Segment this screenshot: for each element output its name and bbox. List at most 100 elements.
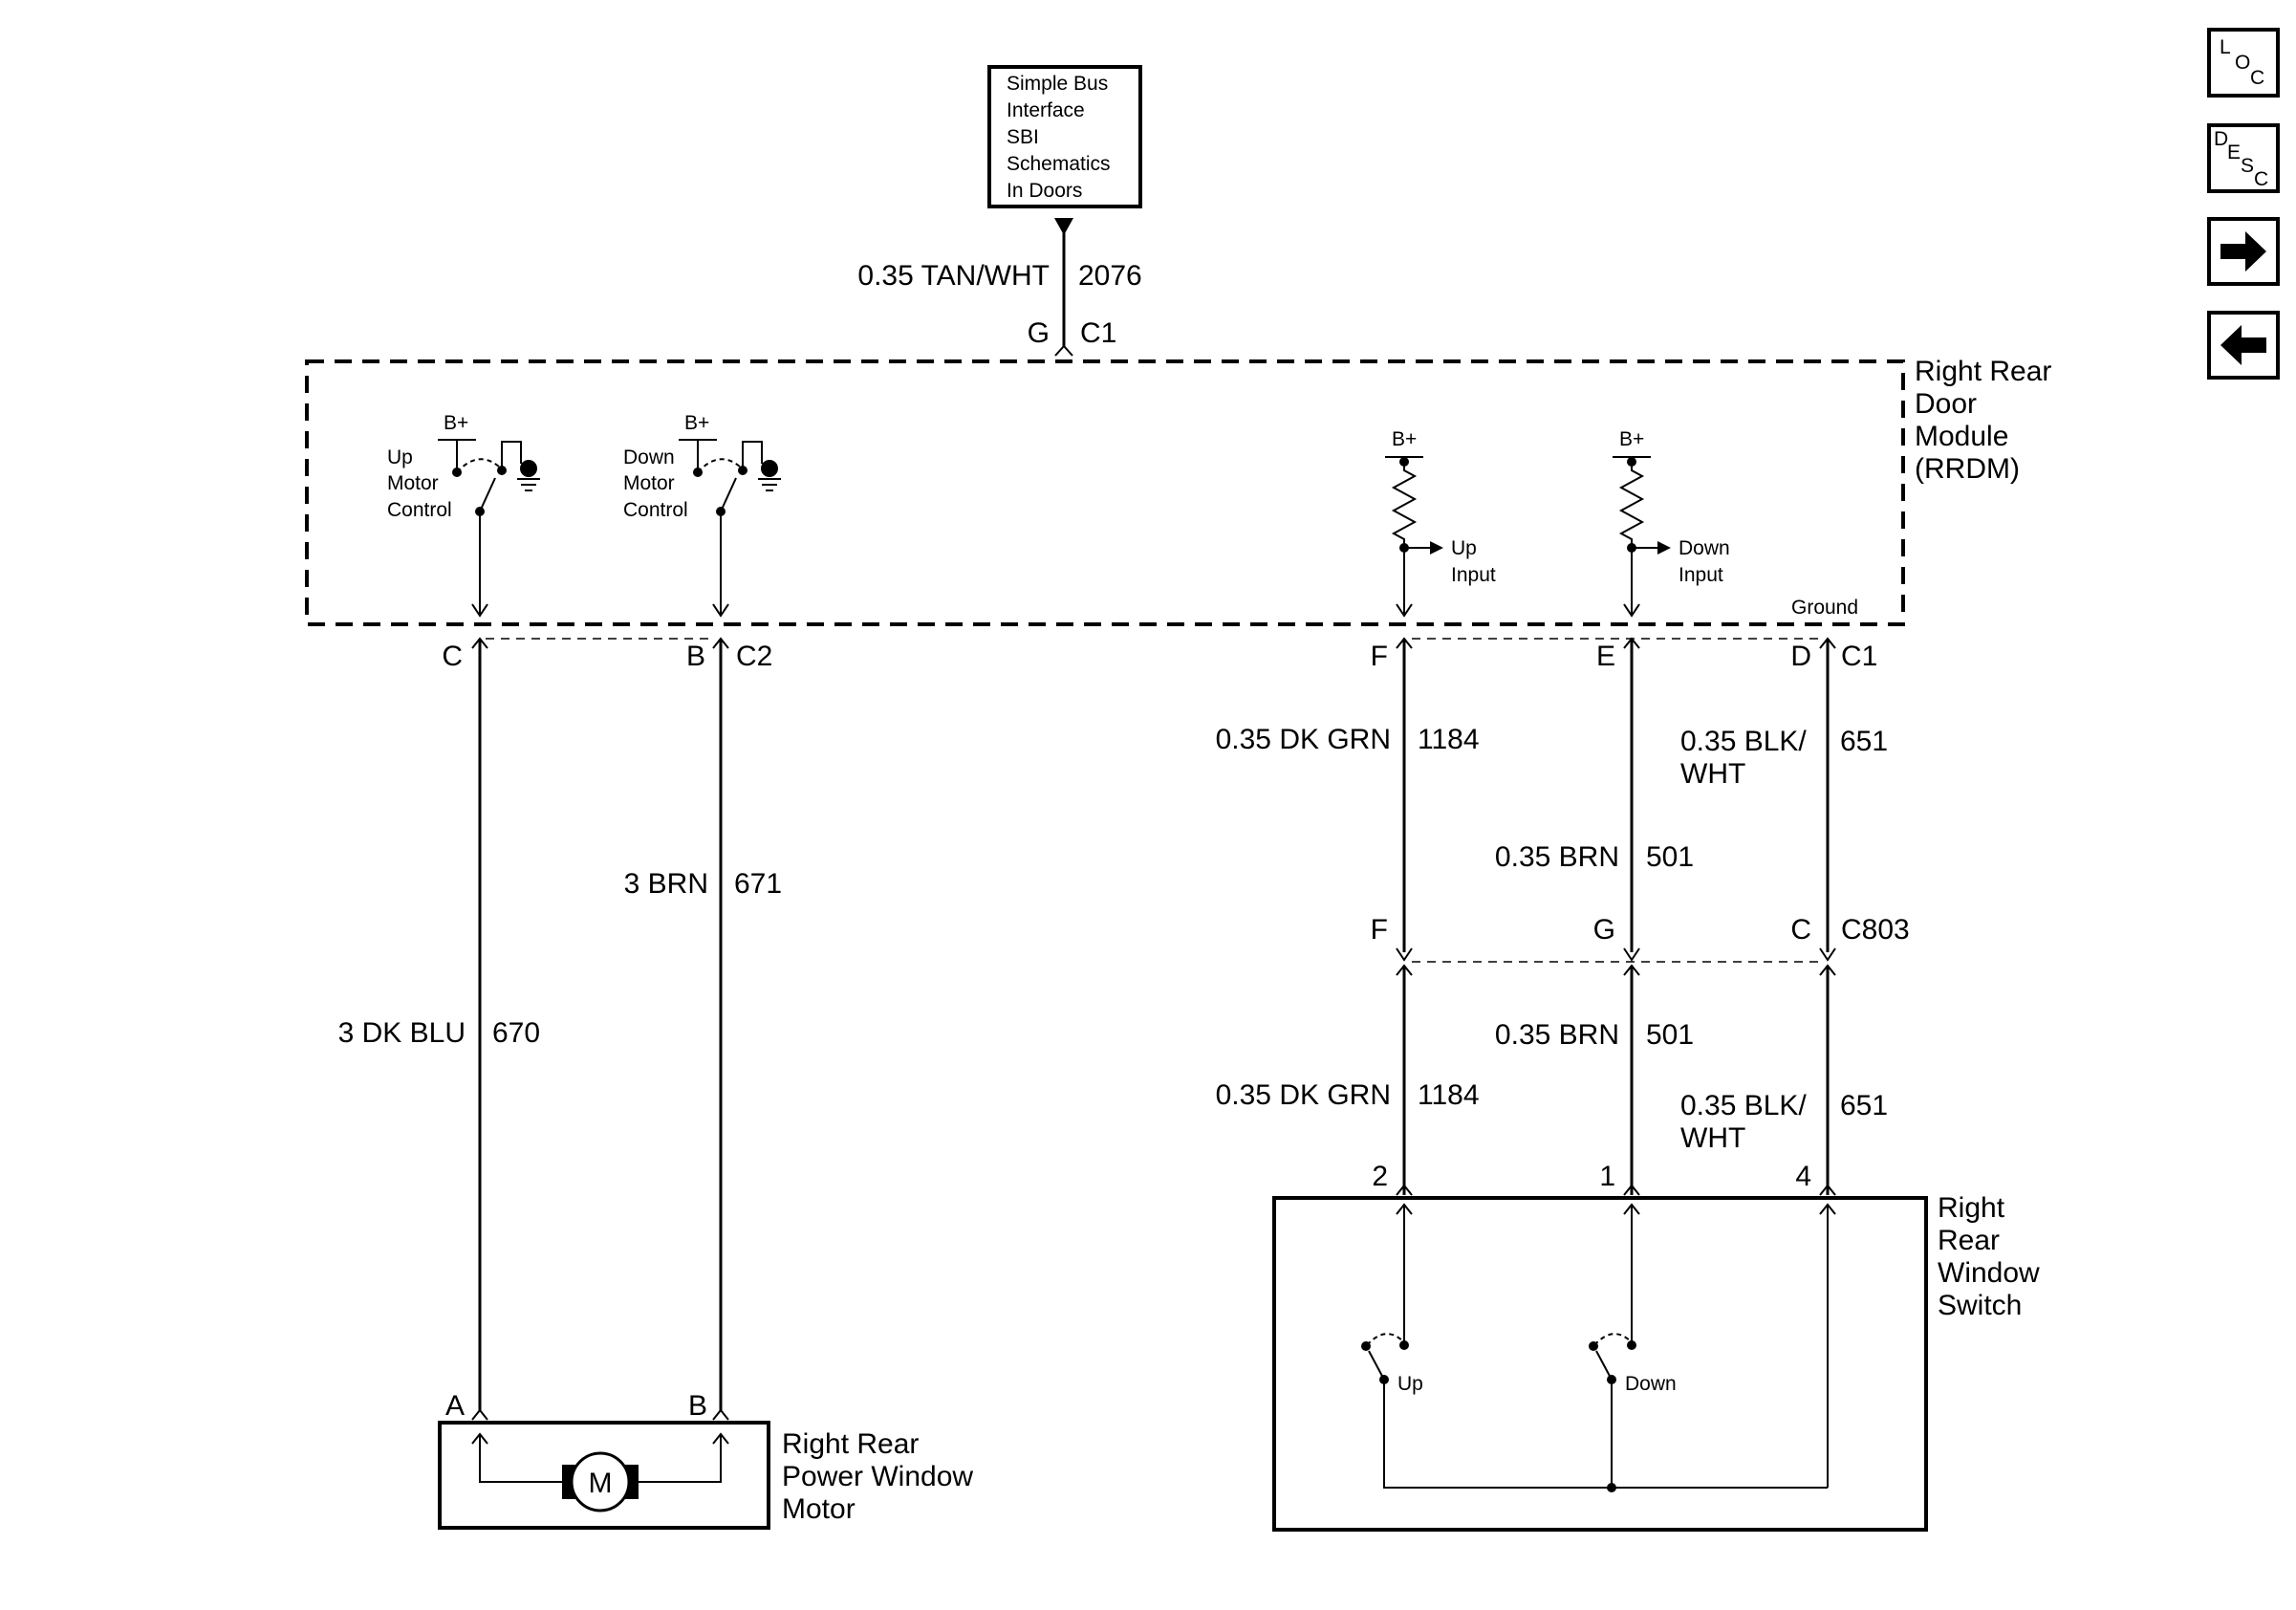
up-input-line-2: Input bbox=[1451, 564, 1496, 586]
bplus-label: B+ bbox=[444, 412, 468, 434]
sbi-line-3: SBI bbox=[1007, 126, 1039, 148]
loc-letter-c: C bbox=[2250, 67, 2264, 89]
up-input-line-1: Up bbox=[1451, 537, 1477, 559]
right-rear-power-window-motor[interactable]: M bbox=[438, 1421, 770, 1530]
down-input-line-1: Down bbox=[1679, 537, 1730, 559]
rrdm-line-3: Module bbox=[1915, 421, 2008, 452]
connector-c803: C803 bbox=[1841, 914, 1910, 946]
up-input-circuit: B+ Up Input bbox=[1385, 428, 1496, 618]
wire-670-circuit: 670 bbox=[492, 1017, 540, 1049]
wire-671-circuit: 671 bbox=[734, 868, 782, 900]
pin-f-c803: F bbox=[1371, 914, 1388, 946]
wire-2076-color: 0.35 TAN/WHT bbox=[857, 260, 1050, 292]
wire-2076-circuit: 2076 bbox=[1078, 260, 1142, 292]
connector-chevron bbox=[1396, 1184, 1413, 1196]
connector-chevron bbox=[1819, 1184, 1836, 1196]
wire-501-upper-circuit: 501 bbox=[1646, 841, 1694, 873]
location-button[interactable]: L O C bbox=[2207, 28, 2280, 98]
switch-line-2: Rear bbox=[1938, 1225, 2000, 1256]
connector-chevron bbox=[1819, 947, 1836, 962]
switch-pin-4: 4 bbox=[1795, 1161, 1811, 1192]
down-input-line-2: Input bbox=[1679, 564, 1723, 586]
down-motor-control-line-3: Control bbox=[623, 499, 688, 521]
wire-670-color: 3 DK BLU bbox=[338, 1017, 466, 1049]
switch-label: Right Rear Window Switch bbox=[1938, 1192, 2040, 1321]
motor-pin-a: A bbox=[445, 1390, 465, 1422]
switch-line-1: Right bbox=[1938, 1192, 2005, 1224]
forward-button[interactable] bbox=[2207, 217, 2280, 286]
motor-symbol: M bbox=[589, 1468, 613, 1499]
wire-651-upper-circuit: 651 bbox=[1840, 726, 1888, 757]
switch-line-4: Switch bbox=[1938, 1290, 2022, 1321]
ground-label: Ground bbox=[1791, 597, 1858, 619]
switch-down-label: Down bbox=[1625, 1373, 1677, 1395]
sbi-line-2: Interface bbox=[1007, 99, 1085, 121]
connector-chevron bbox=[712, 1408, 729, 1421]
sbi-line-1: Simple Bus bbox=[1007, 73, 1108, 95]
wire-1184-upper-color: 0.35 DK GRN bbox=[1216, 724, 1391, 755]
bplus-label: B+ bbox=[1392, 428, 1417, 450]
bplus-label: B+ bbox=[1619, 428, 1644, 450]
ground-icon bbox=[520, 460, 537, 477]
motor-line-3: Motor bbox=[782, 1493, 856, 1525]
wire-651-upper-color-2: WHT bbox=[1680, 758, 1745, 790]
wire-651-lower-color-1: 0.35 BLK/ bbox=[1680, 1090, 1807, 1121]
wire-501-lower-circuit: 501 bbox=[1646, 1019, 1694, 1051]
pin-c-c2: C bbox=[442, 641, 463, 672]
down-input-circuit: B+ Down Input bbox=[1613, 428, 1730, 618]
switch-pin-2: 2 bbox=[1372, 1161, 1388, 1192]
ground-icon bbox=[761, 460, 778, 477]
up-motor-control-line-1: Up bbox=[387, 446, 413, 468]
desc-letter-s: S bbox=[2241, 155, 2254, 177]
wire-1184-lower-color: 0.35 DK GRN bbox=[1216, 1079, 1391, 1111]
wire-651-lower-color-2: WHT bbox=[1680, 1122, 1745, 1154]
sbi-reference-box[interactable]: Simple Bus Interface SBI Schematics In D… bbox=[987, 65, 1142, 208]
wire-651-lower-circuit: 651 bbox=[1840, 1090, 1888, 1121]
right-rear-window-switch[interactable]: Up Down bbox=[1272, 1196, 1928, 1532]
pin-g-c803: G bbox=[1593, 914, 1615, 946]
connector-chevron bbox=[1054, 344, 1073, 357]
arrow-left-icon bbox=[2220, 325, 2266, 365]
motor-icon bbox=[570, 1451, 631, 1512]
loc-letter-o: O bbox=[2235, 52, 2250, 74]
rrdm-line-2: Door bbox=[1915, 388, 1977, 420]
rrdm-label: Right Rear Door Module (RRDM) bbox=[1915, 356, 2051, 485]
connector-chevron bbox=[1623, 947, 1640, 962]
arrow-icon bbox=[1657, 541, 1671, 555]
pin-d-c1: D bbox=[1790, 641, 1811, 672]
switch-up-label: Up bbox=[1397, 1373, 1423, 1395]
down-motor-control-relay: B+ Down Motor Control bbox=[623, 412, 781, 618]
pin-e-c1: E bbox=[1596, 641, 1615, 672]
pin-g-c1: G bbox=[1028, 317, 1050, 349]
wire-501-upper-color: 0.35 BRN bbox=[1495, 841, 1619, 873]
up-motor-control-line-2: Motor bbox=[387, 472, 439, 494]
arrow-icon bbox=[1430, 541, 1443, 555]
rrdm-module-box bbox=[305, 359, 1905, 626]
desc-letter-e: E bbox=[2227, 141, 2241, 163]
wire-671-color: 3 BRN bbox=[624, 868, 708, 900]
connector-c2: C2 bbox=[736, 641, 772, 672]
motor-label: Right Rear Power Window Motor bbox=[782, 1428, 973, 1525]
description-button[interactable]: D E S C bbox=[2207, 123, 2280, 193]
loc-letter-l: L bbox=[2220, 36, 2231, 58]
wire-651-upper-color-1: 0.35 BLK/ bbox=[1680, 726, 1807, 757]
switch-line-3: Window bbox=[1938, 1257, 2040, 1289]
pin-c-c803: C bbox=[1790, 914, 1811, 946]
connector-chevron bbox=[471, 1408, 488, 1421]
wire-1184-upper-circuit: 1184 bbox=[1418, 724, 1480, 755]
desc-letter-c: C bbox=[2254, 168, 2268, 190]
back-button[interactable] bbox=[2207, 311, 2280, 380]
pin-b-c2: B bbox=[686, 641, 705, 672]
up-motor-control-line-3: Control bbox=[387, 499, 452, 521]
connector-chevron bbox=[1623, 1184, 1640, 1196]
motor-pin-b: B bbox=[688, 1390, 707, 1422]
arrow-right-icon bbox=[2220, 231, 2266, 272]
connector-c1-top: C1 bbox=[1080, 317, 1116, 349]
connector-c1: C1 bbox=[1841, 641, 1877, 672]
up-motor-control-relay: B+ Up Motor Control bbox=[387, 412, 540, 618]
rrdm-line-1: Right Rear bbox=[1915, 356, 2051, 387]
switch-pin-1: 1 bbox=[1599, 1161, 1615, 1192]
rrdm-line-4: (RRDM) bbox=[1915, 453, 2020, 485]
down-motor-control-line-2: Motor bbox=[623, 472, 675, 494]
